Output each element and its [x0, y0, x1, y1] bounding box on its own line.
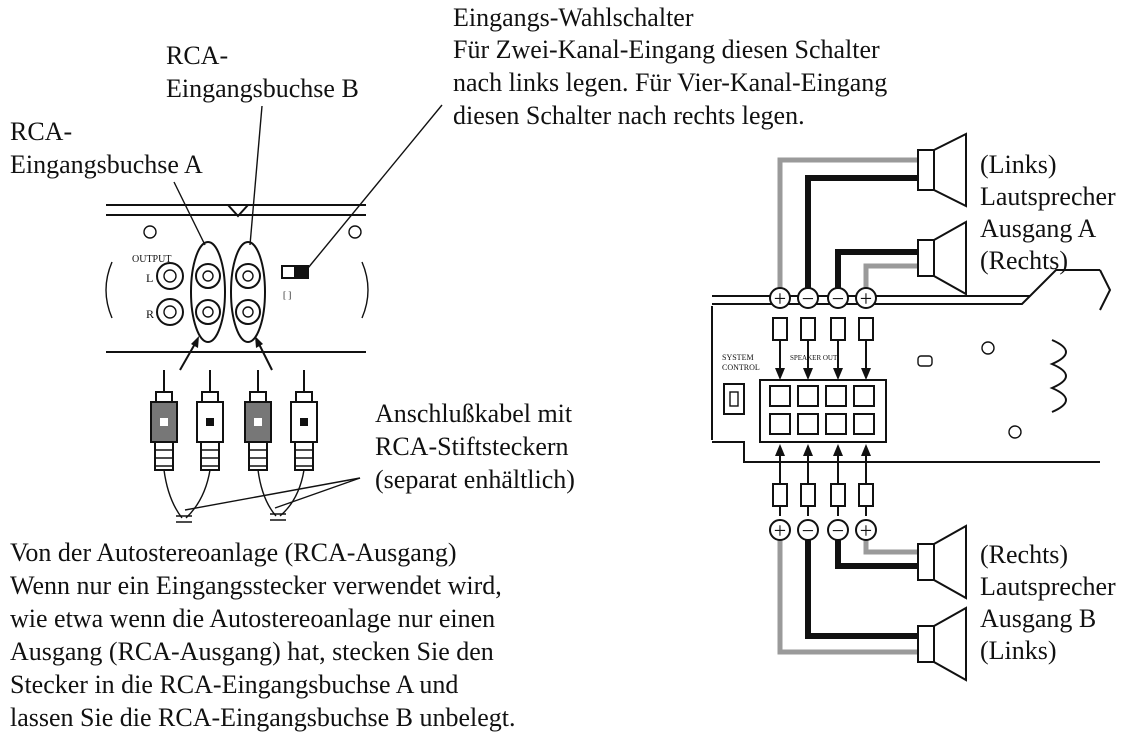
speaker-b-wires — [772, 444, 918, 655]
polarity-markers-top: + − − + — [769, 286, 877, 311]
speaker-icons — [917, 132, 967, 682]
cable-line-2: RCA-Stiftsteckern — [375, 432, 569, 461]
source-note-line-5: Stecker in die RCA-Eingangsbuchse A und — [10, 670, 458, 699]
source-note-line-2: Wenn nur ein Eingangsstecker verwendet w… — [10, 571, 502, 600]
svg-text:OUTPUT: OUTPUT — [132, 254, 171, 265]
speaker-icon-a-left — [917, 132, 967, 208]
input-selector-line-2: Für Zwei-Kanal-Eingang diesen Schalter — [453, 35, 880, 64]
speaker-a-line-4: (Rechts) — [980, 246, 1068, 275]
polarity-top-4: + — [860, 286, 872, 311]
input-selector-line-1: Eingangs-Wahlschalter — [453, 3, 694, 32]
polarity-bottom-2: − — [802, 518, 814, 543]
svg-text:CONTROL: CONTROL — [722, 363, 760, 372]
amplifier-input-panel: OUTPUT L R [ ] — [105, 204, 369, 353]
speaker-b-label: (Rechts) Lautsprecher Ausgang B (Links) — [980, 540, 1116, 665]
rca-input-a-line-2: Eingangsbuchse A — [10, 150, 203, 179]
polarity-bottom-4: + — [860, 518, 872, 543]
source-note-line-4: Ausgang (RCA-Ausgang) hat, stecken Sie d… — [10, 637, 494, 666]
speaker-icon-b-left — [917, 606, 967, 682]
source-note-line-6: lassen Sie die RCA-Eingangsbuchse B unbe… — [10, 703, 515, 732]
cable-line-1: Anschlußkabel mit — [375, 399, 573, 428]
source-note-line-3: wie etwa wenn die Autostereoanlage nur e… — [10, 604, 495, 633]
speaker-b-line-3: Ausgang B — [980, 604, 1096, 633]
svg-text:L: L — [146, 271, 153, 285]
rca-plugs — [150, 370, 318, 523]
cable-label: Anschlußkabel mit RCA-Stiftsteckern (sep… — [375, 399, 575, 494]
speaker-b-line-4: (Links) — [980, 636, 1057, 665]
source-note-line-1: Von der Autostereoanlage (RCA-Ausgang) — [10, 538, 456, 567]
rca-input-a-line-1: RCA- — [10, 117, 72, 146]
speaker-a-wires — [772, 157, 918, 380]
svg-text:SPEAKER OUT: SPEAKER OUT — [790, 354, 838, 362]
speaker-a-line-1: (Links) — [980, 150, 1057, 179]
rca-input-b-line-1: RCA- — [166, 41, 228, 70]
speaker-a-label: (Links) Lautsprecher Ausgang A (Rechts) — [980, 150, 1116, 275]
speaker-icon-a-right — [917, 220, 967, 296]
cable-line-3: (separat enhältlich) — [375, 465, 575, 494]
input-selector-line-3: nach links legen. Für Vier-Kanal-Eingang — [453, 68, 887, 97]
polarity-top-2: − — [802, 286, 814, 311]
speaker-a-line-3: Ausgang A — [980, 214, 1097, 243]
polarity-bottom-3: − — [832, 518, 844, 543]
amplifier-speaker-panel: SYSTEM CONTROL SPEAKER OUT — [711, 269, 1112, 463]
rca-input-b-label: RCA- Eingangsbuchse B — [166, 41, 359, 103]
polarity-bottom-1: + — [774, 518, 786, 543]
svg-text:[ ]: [ ] — [283, 290, 291, 300]
svg-text:SYSTEM: SYSTEM — [722, 353, 754, 362]
plug-insert-arrows — [179, 336, 273, 371]
speaker-a-line-2: Lautsprecher — [980, 182, 1116, 211]
input-selector-label: Eingangs-Wahlschalter Für Zwei-Kanal-Ein… — [453, 3, 887, 130]
rca-input-a-label: RCA- Eingangsbuchse A — [10, 117, 203, 179]
speaker-b-line-2: Lautsprecher — [980, 572, 1116, 601]
svg-text:R: R — [146, 307, 154, 321]
label-pointer-lines — [173, 104, 443, 511]
speaker-icon-b-right — [917, 524, 967, 600]
rca-input-b-line-2: Eingangsbuchse B — [166, 74, 359, 103]
polarity-top-3: − — [832, 286, 844, 311]
polarity-markers-bottom: + − − + — [769, 518, 877, 543]
input-selector-line-4: diesen Schalter nach rechts legen. — [453, 101, 805, 130]
source-note: Von der Autostereoanlage (RCA-Ausgang) W… — [10, 538, 515, 732]
polarity-top-1: + — [774, 286, 786, 311]
speaker-b-line-1: (Rechts) — [980, 540, 1068, 569]
